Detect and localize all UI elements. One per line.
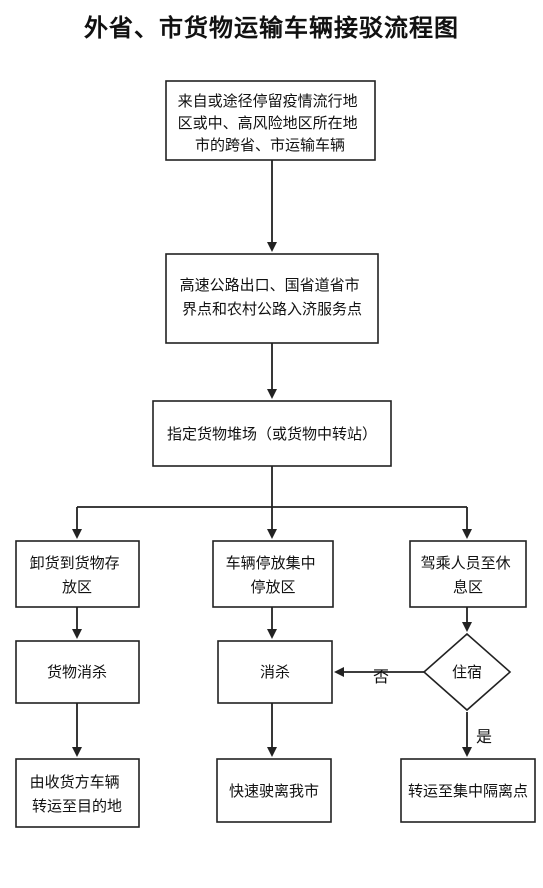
node-vehicle-disinfect: 消杀 — [217, 640, 333, 704]
node-unload: 卸货到货物存 放区 — [15, 540, 140, 608]
svg-text:指定货物堆场（或货物中转站）: 指定货物堆场（或货物中转站） — [167, 425, 377, 443]
node-source: 来自或途径停留疫情流行地 区或中、高风险地区所在地 市的跨省、市运输车辆 — [165, 80, 376, 161]
node-stay-decision: 住宿 — [422, 632, 512, 712]
svg-text:货物消杀: 货物消杀 — [47, 663, 107, 681]
svg-text:消杀: 消杀 — [260, 663, 290, 681]
node-park: 车辆停放集中 停放区 — [212, 540, 334, 608]
svg-text:住宿: 住宿 — [452, 663, 482, 681]
svg-text:驾乘人员至休 息区: 驾乘人员至休 息区 — [421, 554, 516, 596]
svg-text:快速驶离我市: 快速驶离我市 — [229, 782, 319, 800]
node-driver-rest: 驾乘人员至休 息区 — [409, 540, 527, 608]
node-goods-disinfect: 货物消杀 — [15, 640, 140, 704]
svg-text:车辆停放集中 停放区: 车辆停放集中 停放区 — [226, 554, 321, 596]
edge-label-yes: 是 — [476, 727, 492, 746]
svg-text:卸货到货物存 放区: 卸货到货物存 放区 — [30, 554, 125, 596]
edge-yard-split — [77, 466, 467, 508]
node-receiver: 由收货方车辆 转运至目的地 — [15, 758, 140, 828]
svg-text:由收货方车辆 转运至目的地: 由收货方车辆 转运至目的地 — [30, 773, 125, 815]
edge-label-no: 否 — [373, 667, 389, 686]
node-checkpoint: 高速公路出口、国省道省市 界点和农村公路入济服务点 — [165, 253, 379, 344]
node-leave: 快速驶离我市 — [216, 758, 332, 823]
node-quarantine: 转运至集中隔离点 — [400, 758, 536, 823]
svg-text:高速公路出口、国省道省市 界点和农村公路入济: 高速公路出口、国省道省市 界点和农村公路入济服务点 — [180, 276, 365, 318]
svg-text:转运至集中隔离点: 转运至集中隔离点 — [408, 782, 528, 800]
svg-text:来自或途径停留疫情流行地 区或中、高风险地区: 来自或途径停留疫情流行地 区或中、高风险地区所在地 市的跨省、市运输车辆 — [178, 92, 363, 154]
diagram-title: 外省、市货物运输车辆接驳流程图 — [84, 13, 459, 42]
node-yard: 指定货物堆场（或货物中转站） — [152, 400, 392, 467]
